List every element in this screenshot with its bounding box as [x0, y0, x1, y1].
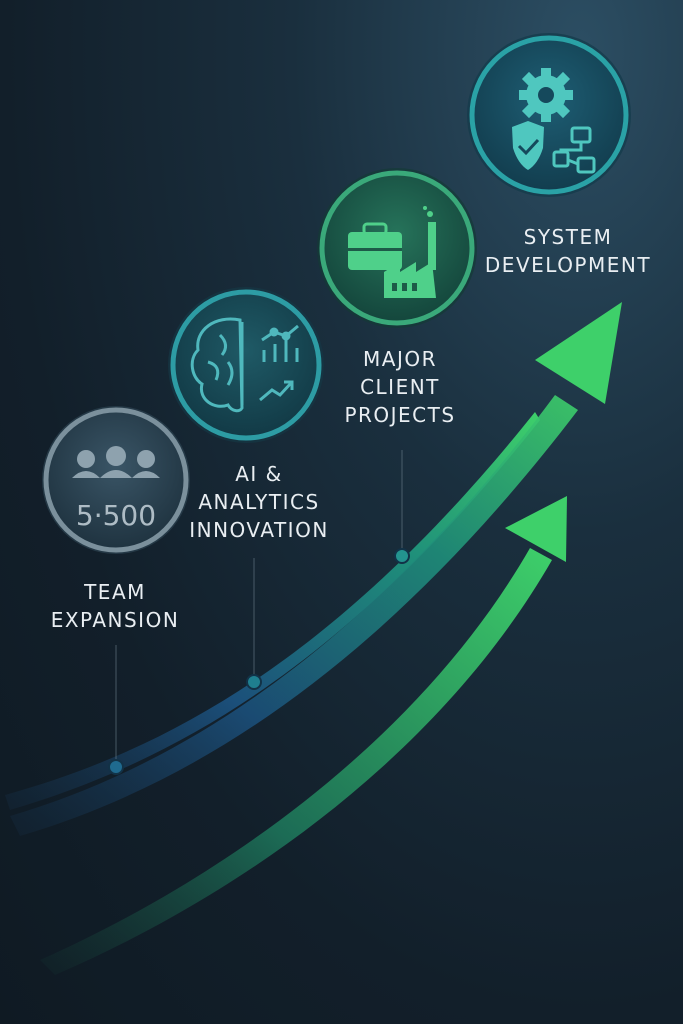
milestone-dot	[108, 759, 124, 775]
milestone-label-system: SYSTEM DEVELOPMENT	[478, 223, 658, 279]
label-line: CLIENT	[360, 375, 440, 399]
main-growth-arrow	[5, 302, 622, 836]
brain-icon	[190, 317, 244, 413]
milestone-label-ai: AI & ANALYTICS INNOVATION	[185, 460, 333, 544]
bar-chart-icon	[261, 324, 299, 362]
gear-icon	[519, 68, 573, 122]
label-line: SYSTEM	[523, 225, 613, 249]
team-count-text: 5·500	[76, 499, 156, 532]
team-people-icon	[72, 446, 160, 478]
shield-check-icon	[512, 121, 544, 170]
milestone-label-team: TEAM EXPANSION	[40, 578, 190, 634]
label-line: ANALYTICS	[198, 490, 320, 514]
network-flow-icon	[552, 126, 596, 174]
label-line: MAJOR	[363, 347, 437, 371]
factory-icon	[384, 206, 436, 298]
projects-badge	[317, 168, 477, 328]
label-line: PROJECTS	[344, 403, 456, 427]
milestone-dot	[394, 548, 410, 564]
ai-badge	[168, 287, 324, 443]
milestone-dot	[246, 674, 262, 690]
secondary-growth-arrow	[40, 496, 567, 975]
milestone-label-projects: MAJOR CLIENT PROJECTS	[335, 345, 465, 429]
team-badge: 5·500	[42, 406, 190, 554]
label-line: EXPANSION	[50, 608, 180, 632]
system-badge	[467, 33, 631, 197]
trend-up-icon	[259, 380, 294, 402]
label-line: DEVELOPMENT	[484, 253, 652, 277]
briefcase-icon	[348, 222, 402, 270]
label-line: TEAM	[84, 580, 146, 604]
label-line: AI &	[235, 462, 283, 486]
label-line: INNOVATION	[189, 518, 329, 542]
